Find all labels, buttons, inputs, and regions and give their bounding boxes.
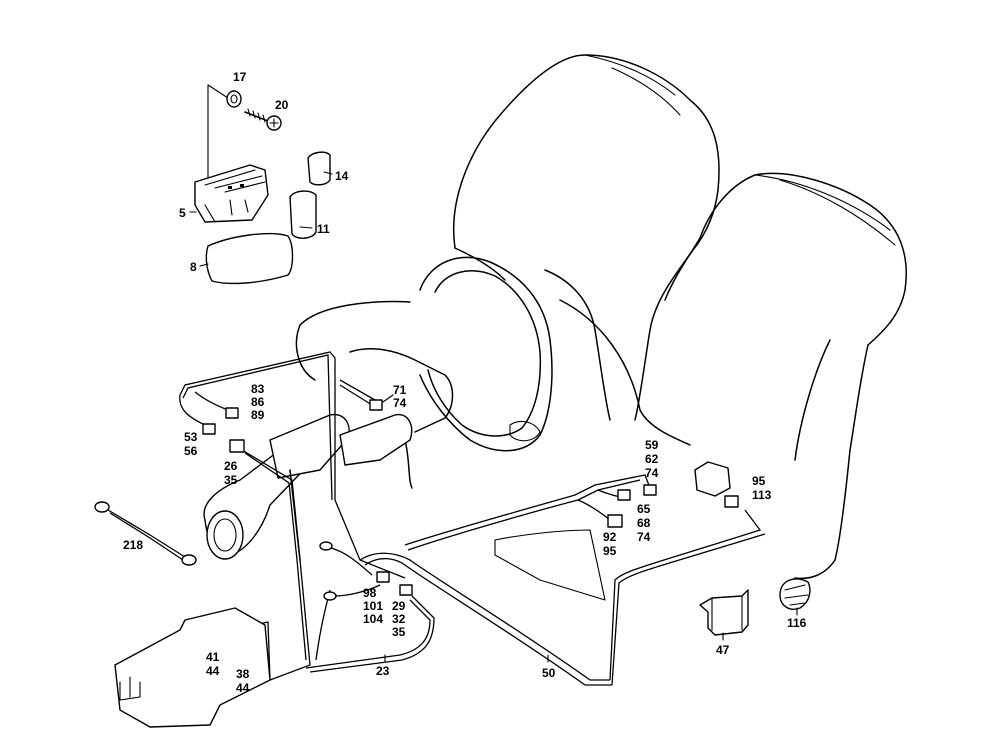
- leader-lines: [189, 171, 798, 663]
- callout-11: 11: [317, 222, 330, 236]
- connector-92: [607, 514, 623, 528]
- callout-218: 218: [123, 538, 143, 552]
- callout-41-44: 41 44: [206, 650, 223, 678]
- connector-29: [399, 584, 413, 596]
- callout-23: 23: [376, 664, 390, 678]
- clip-part-116: [779, 578, 811, 610]
- callout-17: 17: [233, 70, 247, 84]
- connector-98: [376, 571, 390, 583]
- steering-assembly: [203, 256, 553, 561]
- callout-14: 14: [335, 169, 349, 183]
- callout-20: 20: [275, 98, 289, 112]
- cover-part-11: [289, 190, 317, 239]
- ground-strap-218: [94, 501, 197, 566]
- callout-38-44: 38 44: [236, 667, 253, 695]
- connector-53: [202, 423, 216, 435]
- callout-65-68-74: 65 68 74: [637, 502, 654, 544]
- ground-strap-98: [319, 541, 381, 601]
- washer-part-17: [226, 90, 242, 108]
- callout-47: 47: [716, 643, 730, 657]
- connectors: [202, 399, 739, 663]
- connector-83: [225, 407, 239, 419]
- cover-part-14: [307, 151, 331, 186]
- control-unit-group: [194, 84, 331, 285]
- connector-65: [617, 489, 631, 501]
- callout-5: 5: [179, 206, 186, 220]
- callout-95-113: 95 113: [752, 474, 772, 502]
- connector-95: [724, 495, 739, 508]
- control-unit-part-5: [194, 164, 269, 223]
- driver-seat: [453, 54, 720, 446]
- bracket-part-47: [699, 589, 749, 636]
- callout-50: 50: [542, 666, 556, 680]
- module-box: [114, 607, 271, 728]
- passenger-seat: [664, 172, 907, 580]
- connector-block-95: [694, 461, 731, 497]
- callout-53-56: 53 56: [184, 430, 201, 458]
- connector-71: [369, 399, 383, 411]
- screw-part-20: [244, 108, 282, 131]
- callout-83-86-89: 83 86 89: [251, 382, 268, 422]
- callout-116: 116: [787, 616, 807, 630]
- callout-92-95: 92 95: [603, 530, 620, 558]
- callout-98-101-104: 98 101 104: [363, 586, 386, 626]
- callout-71-74: 71 74: [393, 383, 410, 410]
- cover-part-8: [205, 232, 294, 285]
- callout-26-35: 26 35: [224, 459, 241, 487]
- callout-8: 8: [190, 260, 197, 274]
- callout-59-62-74: 59 62 74: [645, 438, 662, 480]
- connector-26: [229, 439, 245, 453]
- connector-59: [643, 484, 657, 496]
- callout-labels: 17 20 14 5 11 8 83 86 89 71 74 53 56 26 …: [123, 70, 807, 695]
- callout-29-32-35: 29 32 35: [392, 599, 409, 639]
- floor-contour: [494, 529, 606, 601]
- wiring-harness: [179, 351, 766, 686]
